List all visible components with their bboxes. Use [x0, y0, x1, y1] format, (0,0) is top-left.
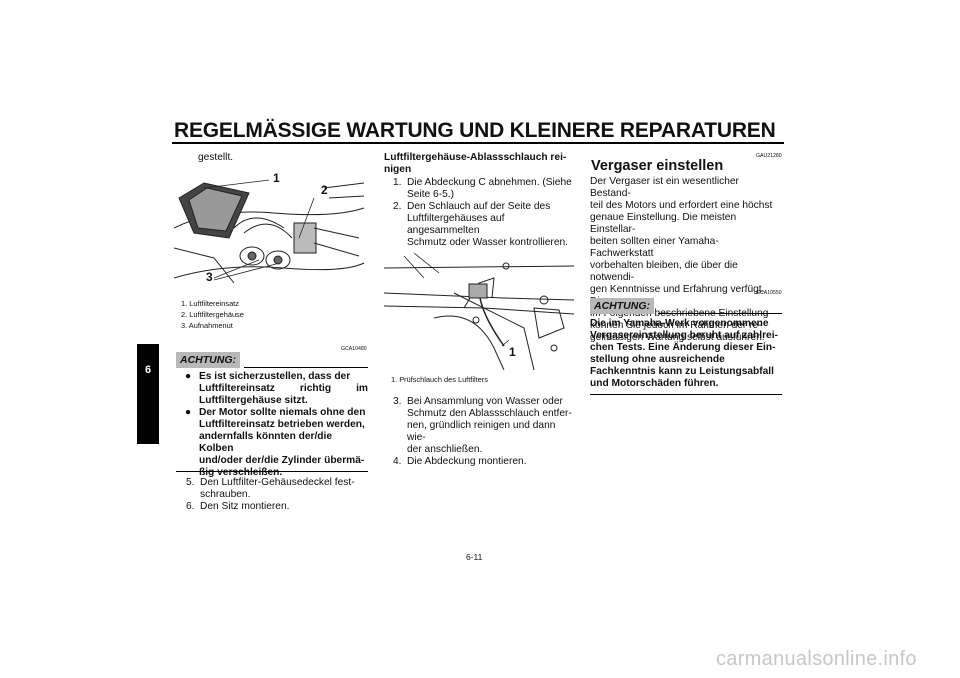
notice-line: und/oder der/die Zylinder übermä-: [199, 455, 365, 466]
notice-header: ACHTUNG:: [176, 350, 240, 368]
step-4: 4. Die Abdeckung montieren.: [393, 456, 575, 468]
heading-line: Luftfiltergehäuse-Ablassschlauch rei-: [384, 152, 567, 163]
notice-line: stellung ohne ausreichende: [590, 354, 725, 365]
notice-line: andernfalls könnten der/die Kolben: [199, 431, 333, 454]
notice-line: Luftfiltereinsatz richtig im: [199, 383, 368, 394]
steps-col1: 5. Den Luftfilter-Gehäusedeckel fest- sc…: [186, 477, 368, 513]
notice-line: Der Motor sollte niemals ohne den: [199, 407, 366, 418]
step-line: der anschließen.: [407, 444, 483, 455]
step-line: Schmutz oder Wasser kontrollieren.: [407, 237, 568, 248]
step-3: 3. Bei Ansammlung von Wasser oder Schmut…: [393, 396, 575, 456]
air-filter-figure: [173, 168, 366, 298]
steps-col2-a: 1. Die Abdeckung C abnehmen. (Siehe Seit…: [393, 177, 575, 249]
page-title: REGELMÄSSIGE WARTUNG UND KLEINERE REPARA…: [174, 119, 776, 142]
step-number: 4.: [393, 456, 402, 467]
step-1: 1. Die Abdeckung C abnehmen. (Siehe Seit…: [393, 177, 575, 201]
notice-bullet-2: ● Der Motor sollte niemals ohne den Luft…: [185, 407, 368, 479]
step-line: Den Sitz montieren.: [200, 501, 290, 512]
figure-callout-1-hose: 1: [509, 345, 516, 359]
notice-line: und Motorschäden führen.: [590, 378, 719, 389]
air-filter-illustration: [173, 179, 365, 284]
step-line: Luftfiltergehäuses auf angesammelten: [407, 213, 505, 236]
body-line: vorbehalten bleiben, die über die notwen…: [590, 260, 738, 283]
notice-code: GCA10480: [341, 346, 367, 352]
step-number: 6.: [186, 501, 195, 512]
step-2: 2. Den Schlauch auf der Seite des Luftfi…: [393, 201, 575, 249]
step-line: Den Schlauch auf der Seite des: [407, 201, 551, 212]
figure-captions: 1. Luftfiltereinsatz 2. Luftfiltergehäus…: [181, 298, 244, 331]
step-6: 6. Den Sitz montieren.: [186, 501, 368, 513]
intro-text: gestellt.: [198, 152, 234, 163]
step-number: 3.: [393, 396, 402, 407]
drain-hose-illustration: [383, 252, 575, 371]
step-line: Schmutz den Ablassschlauch entfer-: [407, 408, 572, 419]
heading-line: nigen: [384, 164, 412, 175]
step-line: Die Abdeckung C abnehmen. (Siehe: [407, 177, 572, 188]
notice-line: chen Tests. Eine Änderung dieser Ein-: [590, 342, 776, 353]
body-line: gelmäßigen Wartung selbst ausführen.: [590, 332, 765, 343]
caption-item: 3. Aufnahmenut: [181, 321, 233, 330]
figure-callout-3: 3: [206, 270, 213, 284]
notice-line: Fachkenntnis kann zu Leistungsabfall: [590, 366, 774, 377]
notice-bottom-rule-2: [590, 394, 782, 395]
drain-hose-figure: [383, 248, 575, 371]
notice-line: Vergasereinstellung beruht auf zahlrei-: [590, 330, 778, 341]
caption-item: 1. Luftfiltereinsatz: [181, 299, 239, 308]
figure-callout-2: 2: [321, 183, 328, 197]
carburetor-body: Der Vergaser ist ein wesentlicher Bestan…: [590, 176, 782, 344]
watermark: carmanualsonline.info: [716, 648, 917, 670]
notice-text-2: Die im Yamaha-Werk vorgenommene Vergaser…: [590, 318, 782, 390]
step-line: Bei Ansammlung von Wasser oder: [407, 396, 563, 407]
bullet-icon: ●: [185, 371, 192, 382]
figure-caption-hose: 1. Prüfschlauch des Luftfilters: [391, 375, 488, 384]
title-rule: [172, 142, 784, 144]
step-number: 2.: [393, 201, 402, 212]
section-heading-carburetor: Vergaser einstellen: [591, 158, 724, 174]
caption-item: 2. Luftfiltergehäuse: [181, 310, 244, 319]
body-line: teil des Motors und erfordert eine höchs…: [590, 200, 773, 211]
body-line: können Sie jedoch im Rahmen der re-: [590, 320, 762, 331]
notice-top-rule-2: [658, 313, 782, 314]
bullet-icon: ●: [185, 407, 192, 418]
notice-line: Es ist sicherzustellen, dass der: [199, 371, 351, 382]
step-number: 5.: [186, 477, 195, 488]
step-line: Seite 6-5.): [407, 189, 454, 200]
chapter-tab: 6: [137, 344, 159, 444]
step-5: 5. Den Luftfilter-Gehäusedeckel fest- sc…: [186, 477, 368, 501]
achtung-badge: ACHTUNG:: [590, 298, 654, 314]
step-line: Die Abdeckung montieren.: [407, 456, 527, 467]
notice-code-2: GCA10550: [756, 290, 782, 296]
figure-callout-1: 1: [273, 171, 280, 185]
chapter-number: 6: [144, 364, 152, 376]
notice-line: Luftfiltereinsatz betrieben werden,: [199, 419, 365, 430]
body-line: beiten sollten einer Yamaha-Fachwerkstat…: [590, 236, 719, 259]
body-line: genaue Einstellung. Die meisten Einstell…: [590, 212, 737, 235]
page-number: 6-11: [466, 552, 483, 562]
section-code: GAU21280: [756, 153, 782, 159]
section-heading-hose: Luftfiltergehäuse-Ablassschlauch rei- ni…: [384, 152, 574, 176]
steps-col2-b: 3. Bei Ansammlung von Wasser oder Schmut…: [393, 396, 575, 468]
step-line: nen, gründlich reinigen und dann wie-: [407, 420, 556, 443]
notice-line: Die im Yamaha-Werk vorgenommene: [590, 318, 769, 329]
achtung-badge: ACHTUNG:: [176, 352, 240, 368]
notice-line: Luftfiltergehäuse sitzt.: [199, 395, 308, 406]
step-line: schrauben.: [200, 489, 251, 500]
notice-bullets: ● Es ist sicherzustellen, dass der Luftf…: [185, 371, 368, 479]
body-line: Der Vergaser ist ein wesentlicher Bestan…: [590, 176, 739, 199]
notice-bottom-rule: [176, 471, 368, 472]
notice-top-rule: [244, 367, 368, 368]
step-number: 1.: [393, 177, 402, 188]
notice-bullet-1: ● Es ist sicherzustellen, dass der Luftf…: [185, 371, 368, 407]
notice-header-2: ACHTUNG:: [590, 296, 654, 314]
notice-line: ßig verschleißen.: [199, 467, 283, 478]
step-line: Den Luftfilter-Gehäusedeckel fest-: [200, 477, 355, 488]
